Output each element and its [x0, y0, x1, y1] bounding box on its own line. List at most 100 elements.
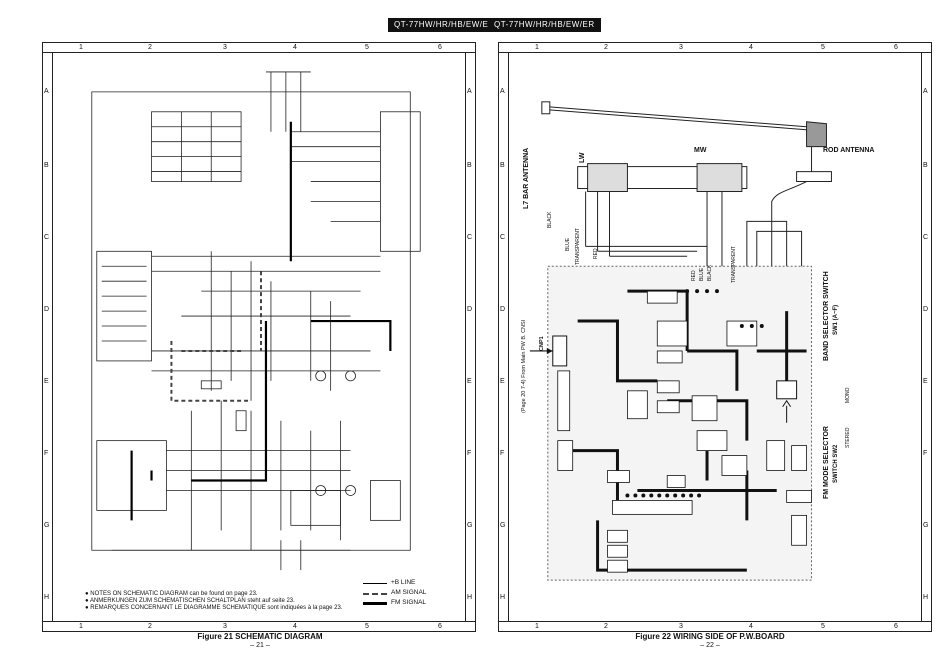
wire-transparent-label-2: TRANSPARENT	[731, 246, 737, 283]
legend-am-label: AM SIGNAL	[391, 589, 427, 596]
row-label: C	[44, 234, 50, 241]
legend-b-line-label: +B LINE	[391, 579, 416, 586]
stereo-label: STEREO	[845, 427, 851, 448]
column-ruler-top: 1 2 3 4 5 6	[43, 43, 475, 53]
row-label: C	[467, 234, 473, 241]
legend-swatch	[363, 593, 387, 595]
row-label: B	[467, 162, 472, 169]
page-number-21: – 21 –	[250, 642, 270, 649]
col-label: 4	[293, 623, 297, 630]
row-label: B	[500, 162, 505, 169]
legend-swatch	[363, 583, 387, 584]
row-label: H	[467, 594, 473, 601]
row-label: F	[500, 450, 505, 457]
col-label: 5	[365, 44, 369, 51]
col-label: 3	[679, 44, 683, 51]
row-label: B	[44, 162, 49, 169]
mw-label: MW	[694, 147, 707, 154]
row-label: G	[500, 522, 506, 529]
row-label: D	[44, 306, 50, 313]
row-label: E	[500, 378, 505, 385]
lw-label: LW	[579, 152, 586, 164]
schematic-notes: NOTES ON SCHEMATIC DIAGRAM can be found …	[85, 591, 365, 612]
wire-transparent-label-1: TRANSPARENT	[575, 228, 581, 265]
note-en: NOTES ON SCHEMATIC DIAGRAM can be found …	[85, 591, 365, 598]
row-label: A	[923, 88, 928, 95]
row-label: D	[467, 306, 473, 313]
column-ruler-bottom: 1 2 3 4 5 6	[499, 621, 931, 631]
col-label: 5	[365, 623, 369, 630]
page-number-22: – 22 –	[700, 642, 720, 649]
row-label: A	[500, 88, 505, 95]
col-label: 2	[148, 44, 152, 51]
row-label: G	[467, 522, 473, 529]
col-label: 6	[438, 623, 442, 630]
legend: +B LINE AM SIGNAL FM SIGNAL	[363, 579, 463, 609]
col-label: 5	[821, 44, 825, 51]
column-ruler-top: 1 2 3 4 5 6	[499, 43, 931, 53]
col-label: 6	[894, 623, 898, 630]
row-label: G	[923, 522, 929, 529]
rod-antenna-label: ROD ANTENNA	[823, 147, 875, 154]
col-label: 1	[535, 44, 539, 51]
column-ruler-bottom: 1 2 3 4 5 6	[43, 621, 475, 631]
row-label: H	[44, 594, 50, 601]
model-tag-left: QT-77HW/HR/HB/EW/ER	[388, 18, 501, 32]
col-label: 1	[79, 623, 83, 630]
row-ruler-right: A B C D E F G H	[465, 52, 475, 622]
wire-red-label-1: RED	[593, 248, 599, 259]
col-label: 1	[535, 623, 539, 630]
row-label: D	[500, 306, 506, 313]
row-label: C	[500, 234, 506, 241]
band-selector-label: BAND SELECTOR SWITCH	[823, 271, 830, 361]
schematic-page: 1 2 3 4 5 6 A B C D E F G H A B C D E F …	[42, 42, 476, 632]
legend-fm-label: FM SIGNAL	[391, 599, 427, 606]
schematic-svg	[91, 71, 421, 571]
col-label: 4	[749, 623, 753, 630]
col-label: 3	[223, 44, 227, 51]
col-label: 2	[604, 623, 608, 630]
cnp1-label: CNP1	[539, 336, 545, 351]
row-label: C	[923, 234, 929, 241]
pwboard-svg	[529, 101, 832, 581]
figure-22-caption: Figure 22 WIRING SIDE OF P.W.BOARD	[635, 632, 785, 641]
pwboard-page: 1 2 3 4 5 6 A B C D E F G H A B C D E F …	[498, 42, 932, 632]
row-ruler-left: A B C D E F G H	[43, 52, 53, 622]
wire-black-label-2: BLACK	[707, 264, 713, 281]
wire-blue-label-1: BLUE	[565, 237, 571, 251]
col-label: 4	[293, 44, 297, 51]
col-label: 5	[821, 623, 825, 630]
row-label: F	[467, 450, 472, 457]
col-label: 2	[148, 623, 152, 630]
fm-mode-selector-label: FM MODE SELECTOR	[823, 426, 830, 499]
wire-blue-label-2: BLUE	[699, 267, 705, 281]
col-label: 3	[679, 623, 683, 630]
row-ruler-right: A B C D E F G H	[921, 52, 931, 622]
model-tag-right: QT-77HW/HR/HB/EW/ER	[488, 18, 601, 32]
figure-21-caption: Figure 21 SCHEMATIC DIAGRAM	[197, 632, 323, 641]
row-label: G	[44, 522, 50, 529]
sw1-label: SW1 (A~F)	[833, 304, 839, 335]
from-main-label: (Page 20 7-4) From Main PW B. CNSI	[521, 319, 527, 413]
row-label: B	[923, 162, 928, 169]
l7-bar-antenna-label: L7 BAR ANTENNA	[523, 147, 530, 209]
col-label: 4	[749, 44, 753, 51]
note-fr: REMARQUES CONCERNANT LE DIAGRAMME SCHEMA…	[85, 605, 365, 612]
col-label: 6	[894, 44, 898, 51]
legend-am: AM SIGNAL	[363, 589, 463, 599]
col-label: 3	[223, 623, 227, 630]
mono-label: MONO	[845, 387, 851, 403]
row-label: E	[44, 378, 49, 385]
note-de: ANMERKUNGEN ZUM SCHEMATISCHEN SCHALTPLAN…	[85, 598, 365, 605]
col-label: 1	[79, 44, 83, 51]
row-ruler-left: A B C D E F G H	[499, 52, 509, 622]
wire-red-label-2: RED	[691, 270, 697, 281]
pwboard-drawing	[508, 52, 922, 622]
legend-b-line: +B LINE	[363, 579, 463, 589]
row-label: A	[467, 88, 472, 95]
sw2-label: SWITCH SW2	[833, 444, 839, 483]
row-label: F	[923, 450, 928, 457]
row-label: E	[923, 378, 928, 385]
schematic-drawing	[52, 52, 466, 622]
row-label: A	[44, 88, 49, 95]
